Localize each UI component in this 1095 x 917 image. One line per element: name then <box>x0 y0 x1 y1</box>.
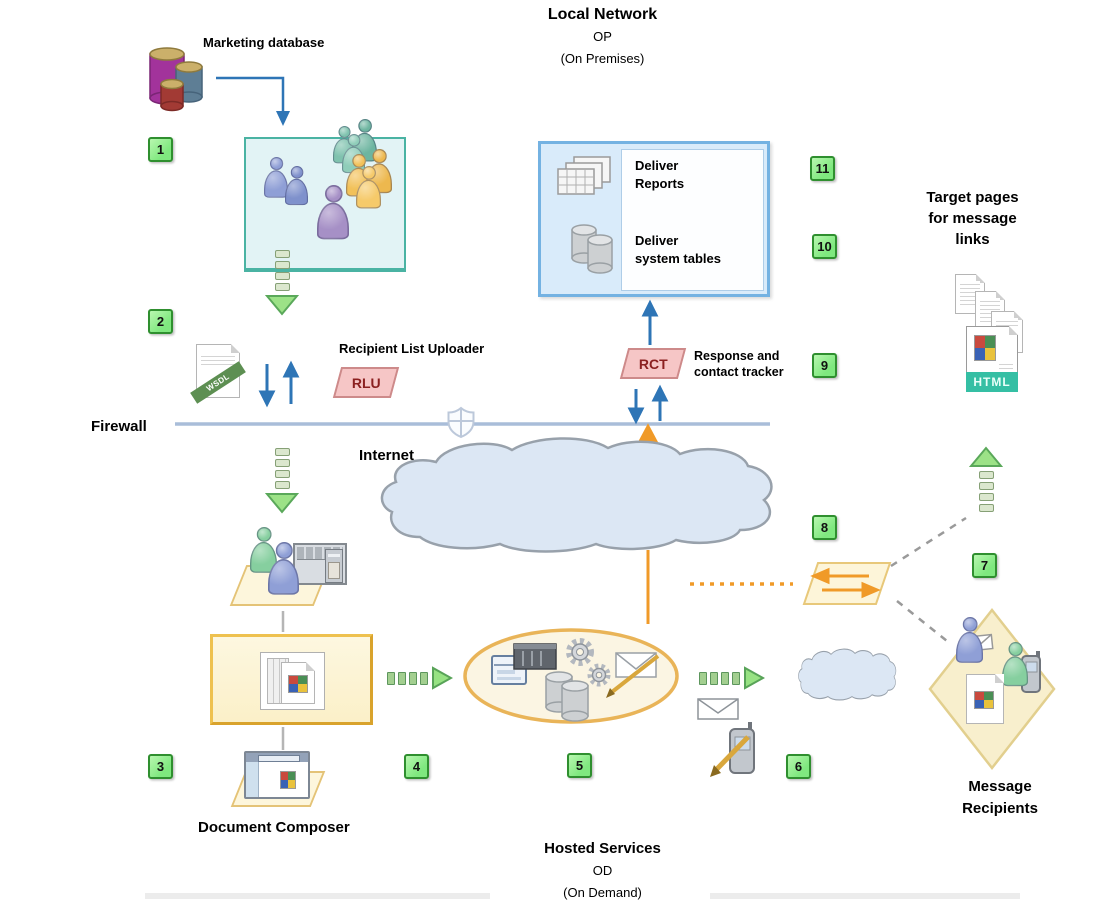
step-6: 6 <box>786 754 811 779</box>
browser-window-icon <box>244 751 310 799</box>
step-2: 2 <box>148 309 173 334</box>
small-cloud <box>797 648 897 701</box>
link-exchange-node <box>802 562 892 605</box>
hosted-services-title: Hosted Services <box>544 840 661 857</box>
person-icon <box>285 166 308 205</box>
page-lines <box>201 353 235 367</box>
person-icon <box>1002 642 1028 686</box>
doc-thumbnail <box>974 691 994 709</box>
gears-icon <box>566 638 611 687</box>
shield-icon <box>447 406 475 439</box>
upload-to-hosted-arrow <box>265 448 299 514</box>
wsdl-band: WSDL <box>190 361 246 404</box>
deliver-panel <box>621 149 764 291</box>
server-icon <box>513 643 557 670</box>
recipient-doc-icon <box>966 674 1004 724</box>
link-click-up-arrow <box>969 446 1003 512</box>
rct-label-line2: contact tracker <box>694 365 784 379</box>
workstation-icon <box>293 543 347 585</box>
target-pages-label: Target pages for message links <box>926 189 1019 248</box>
system-db-icon <box>545 671 589 722</box>
system-tables-icon <box>571 224 613 274</box>
firewall-label: Firewall <box>91 418 147 435</box>
step-3: 3 <box>148 754 173 779</box>
browser-thumbnail <box>280 771 296 789</box>
local-network-header: Local Network OP (On Premises) <box>480 6 725 66</box>
internet-cloud <box>380 437 773 553</box>
arrowhead-up <box>969 446 1003 467</box>
step-7: 7 <box>972 553 997 578</box>
email-send-icon <box>606 652 660 698</box>
arrowhead-down <box>265 295 299 316</box>
doc-thumbnail <box>288 675 308 693</box>
deliver-reports-label: Deliver Reports <box>635 158 685 191</box>
engine-to-send-arrow <box>699 666 765 690</box>
html-band: HTML <box>966 372 1018 392</box>
rlu-tag: RLU <box>332 367 400 398</box>
deliver-box: Deliver Reports Deliver system tables <box>538 141 770 297</box>
arrowhead-right <box>744 666 765 690</box>
document-composer-box <box>210 634 373 725</box>
audience-export-arrow <box>265 250 299 316</box>
step-10: 10 <box>812 234 837 259</box>
report-tables-icon <box>557 156 611 195</box>
person-icon <box>264 157 288 198</box>
marketing-database-label: Marketing database <box>203 35 325 50</box>
hosted-services-abbr: OD <box>592 863 613 878</box>
local-network-title: Local Network <box>547 6 658 23</box>
person-icon <box>356 166 381 209</box>
composer-panel <box>260 652 325 710</box>
local-network-abbr: OP <box>593 29 612 44</box>
page-fold <box>231 344 240 353</box>
rlu-sync-arrows <box>258 360 300 408</box>
hosted-services-subtitle: (On Demand) <box>563 885 642 900</box>
html-file-icon: HTML <box>966 326 1018 392</box>
message-recipients-label: Message Recipients <box>962 778 1038 817</box>
db-to-audience-arrow <box>216 76 290 126</box>
composed-doc-icon <box>281 662 315 704</box>
sms-phone-icon <box>710 722 755 777</box>
rct-label-line1: Response and <box>694 349 780 363</box>
hosted-services-header: Hosted Services OD (On Demand) <box>480 840 725 900</box>
mail-envelope-icon <box>697 698 739 720</box>
html-thumbnail <box>974 335 996 361</box>
person-icon <box>268 542 299 595</box>
html-lines <box>999 361 1013 369</box>
person-icon <box>317 185 349 239</box>
internet-label: Internet <box>359 447 415 464</box>
step-8: 8 <box>812 515 837 540</box>
marketing-database-icon <box>149 47 203 112</box>
deliver-tables-label: Deliver system tables <box>635 233 721 266</box>
rct-label: Response and contact tracker <box>694 348 784 380</box>
arrowhead-right <box>432 666 453 690</box>
document-composer-label: Document Composer <box>198 819 350 836</box>
rct-arrows <box>627 299 669 425</box>
arrowhead-down <box>265 493 299 514</box>
rlu-label: Recipient List Uploader <box>339 341 485 356</box>
dashed-links <box>890 516 967 642</box>
step-5: 5 <box>567 753 592 778</box>
step-4: 4 <box>404 754 429 779</box>
step-11: 11 <box>810 156 835 181</box>
step-9: 9 <box>812 353 837 378</box>
local-network-subtitle: (On Premises) <box>560 51 645 66</box>
person-icon <box>956 617 983 663</box>
step-1: 1 <box>148 137 173 162</box>
rct-tag: RCT <box>619 348 687 379</box>
wsdl-file-icon: WSDL <box>190 344 246 404</box>
composer-to-engine-arrow <box>387 666 453 690</box>
